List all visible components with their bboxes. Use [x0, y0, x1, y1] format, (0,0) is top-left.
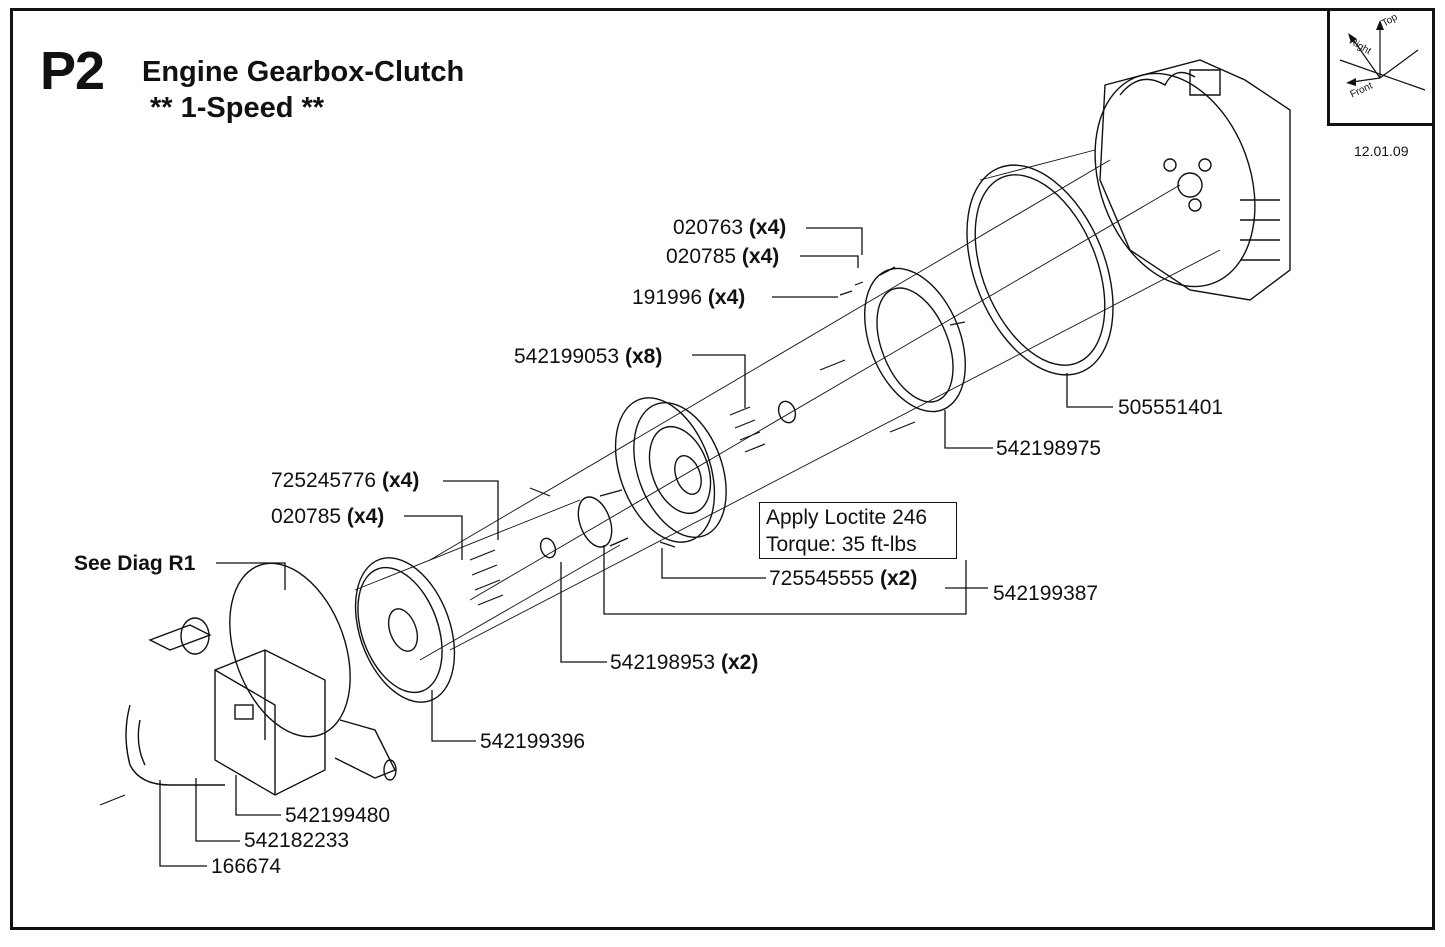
callout-542199387: 542199387: [993, 582, 1099, 605]
gasket-ring: [966, 164, 1114, 376]
leader-542182233: [195, 778, 240, 842]
leader-020763: [806, 227, 863, 255]
page-subtitle: ** 1-Speed **: [150, 92, 325, 124]
note-line-1: Apply Loctite 246: [766, 506, 928, 529]
leader-542199480: [235, 775, 281, 816]
leader-020785b: [404, 515, 463, 560]
leader-725245776: [443, 480, 499, 540]
revision-date: 12.01.09: [1354, 143, 1409, 159]
engine-block: [1094, 59, 1291, 301]
o-ring-lower: [539, 537, 557, 559]
leader-020785a: [800, 255, 859, 268]
clutch-pulley: [614, 397, 727, 543]
leader-see-diag: [216, 562, 286, 590]
o-ring-upper: [777, 400, 797, 424]
hub: [577, 489, 629, 548]
leader-542199053: [692, 354, 746, 408]
loctite-torque-note: Apply Loctite 246 Torque: 35 ft-lbs: [759, 502, 957, 559]
leader-505551401: [1066, 373, 1113, 408]
clutch-plate: [354, 557, 456, 703]
leader-542199396: [431, 690, 476, 742]
leader-166674: [159, 780, 207, 867]
note-line-2: Torque: 35 ft-lbs: [766, 533, 917, 556]
leader-725545555: [661, 548, 766, 579]
callout-542199480: 542199480: [285, 804, 391, 827]
page-title: Engine Gearbox-Clutch: [142, 56, 465, 88]
callout-542199053: 542199053 (x8): [514, 345, 663, 368]
diagram-frame: [10, 8, 1435, 930]
orientation-compass: Top Right Front: [1327, 8, 1435, 126]
callout-020785-lower: 020785 (x4): [271, 505, 385, 528]
callout-725245776: 725245776 (x4): [271, 469, 420, 492]
gearbox-assembly: [125, 562, 397, 796]
callout-020785-upper: 020785 (x4): [666, 245, 780, 268]
callout-542198975: 542198975: [996, 437, 1102, 460]
callout-020763: 020763 (x4): [673, 216, 787, 239]
callout-505551401: 505551401: [1118, 396, 1224, 419]
callout-191996: 191996 (x4): [632, 286, 746, 309]
callout-see-diag-r1: See Diag R1: [74, 552, 196, 575]
callout-542198953: 542198953 (x2): [610, 651, 759, 674]
leader-542198953: [560, 562, 607, 663]
leader-542198975: [944, 410, 993, 449]
callout-542182233: 542182233: [244, 829, 350, 852]
callout-542199396: 542199396: [480, 730, 586, 753]
orientation-arrows: [1339, 20, 1426, 91]
callout-725545555: 725545555 (x2): [769, 567, 918, 590]
leader-542199387-hub: [603, 545, 967, 615]
callout-166674: 166674: [211, 855, 282, 878]
page-code: P2: [40, 41, 105, 101]
